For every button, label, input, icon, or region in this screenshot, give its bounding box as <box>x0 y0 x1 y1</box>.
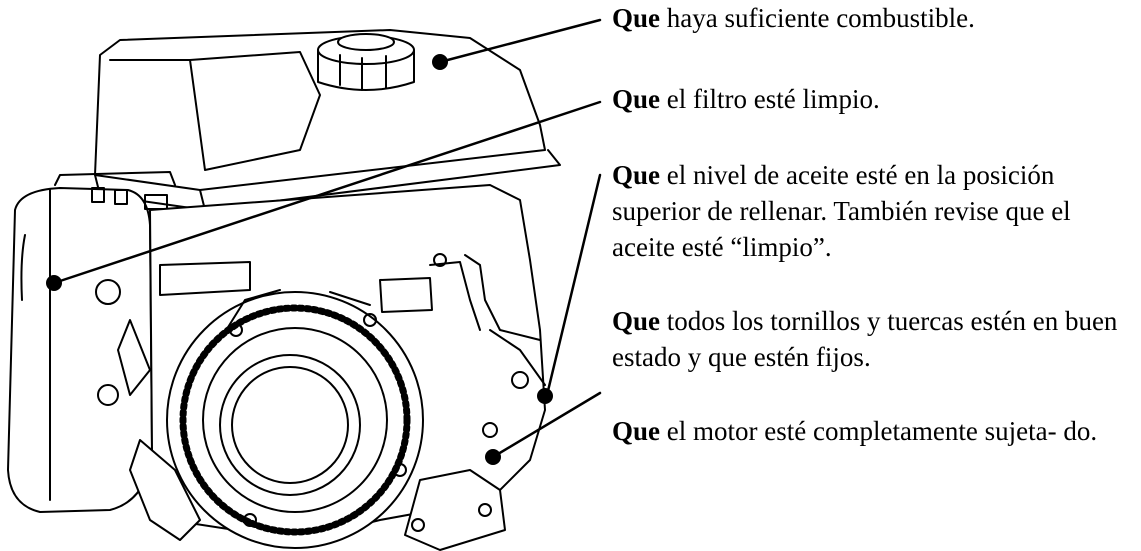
leader-lines <box>52 18 602 459</box>
callout-filter-emphasis: Que <box>612 84 661 114</box>
fuel-tank-drawing <box>94 29 561 211</box>
recoil-starter-drawing <box>166 289 424 549</box>
callout-dot-fuel <box>432 54 448 70</box>
callout-dots <box>46 54 553 465</box>
callout-dot-filter <box>46 275 62 291</box>
callout-dot-mount <box>485 449 501 465</box>
callout-fuel-emphasis: Que <box>612 3 661 33</box>
air-filter-drawing <box>7 171 176 513</box>
callout-oil-body: el nivel de aceite esté en la posición s… <box>612 160 1071 262</box>
callout-mount-body: el motor esté completamente sujeta- do. <box>660 416 1098 446</box>
callout-fuel-body: haya suficiente combustible. <box>660 3 975 33</box>
callout-filter-body: el filtro esté limpio. <box>660 84 880 114</box>
callout-dot-oil <box>537 388 553 404</box>
callout-mount-emphasis: Que <box>612 416 661 446</box>
callout-bolts-body: todos los tornillos y tuercas estén en b… <box>612 306 1118 372</box>
callout-oil-emphasis: Que <box>612 160 661 190</box>
callout-filter-text: Que el filtro esté limpio. <box>612 81 1132 117</box>
callout-bolts-text: Que todos los tornillos y tuercas estén … <box>612 303 1132 375</box>
callout-bolts-emphasis: Que <box>612 306 661 336</box>
engine-base-drawing <box>129 439 506 551</box>
callout-fuel-text: Que haya suficiente combustible. <box>612 0 1132 36</box>
callout-oil-text: Que el nivel de aceite esté en la posici… <box>612 157 1132 265</box>
callout-mount-text: Que el motor esté completamente sujeta- … <box>612 413 1102 449</box>
